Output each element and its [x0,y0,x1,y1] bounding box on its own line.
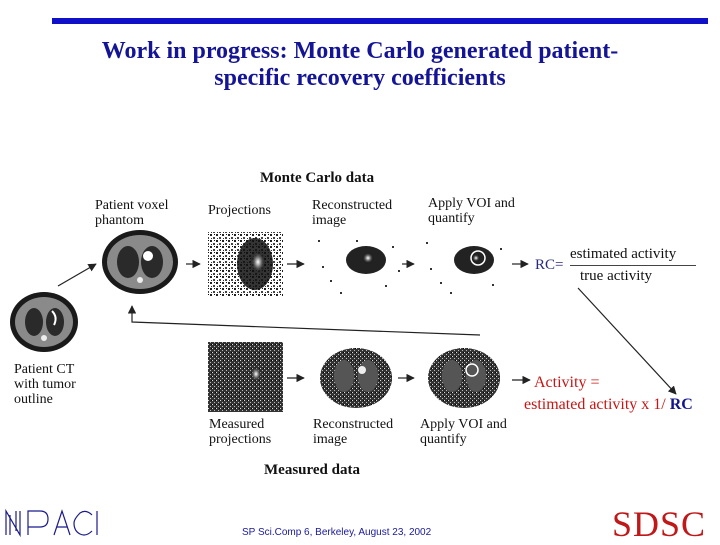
activity-label: Activity = [534,374,600,391]
apply-voi-top-image [420,232,510,296]
measured-projections-image [208,342,283,412]
apply-voi-bottom-label: Apply VOI and quantify [420,417,507,447]
arrow-voi-bottom-to-phantom [127,305,481,336]
apply-voi-top-line-1: Apply VOI and [428,196,515,211]
patient-ct-line-1: Patient CT [14,362,75,377]
activity-formula: estimated activity x 1/RC [524,396,693,413]
reconstructed-top-image [312,232,402,296]
sdsc-logo: SDSC [612,504,707,544]
patient-ct-label: Patient CT with tumor outline [14,362,76,407]
npaci-logo [5,508,98,538]
patient-ct-image [10,292,78,352]
title-line-2: specific recovery coefficients [214,65,506,91]
voxel-phantom-image [102,230,178,294]
monte-carlo-header: Monte Carlo data [260,170,375,186]
reconstructed-image-top-label: Reconstructed image [312,198,392,228]
measured-projections-label: Measured projections [209,417,271,447]
apply-voi-top-label: Apply VOI and quantify [428,196,515,226]
apply-voi-bottom-image [428,348,500,408]
reconstructed-top-line-2: image [312,213,347,228]
patient-voxel-phantom-line-2: phantom [95,213,144,228]
title-bar-rule [52,18,708,24]
reconstructed-bottom-image [320,348,392,408]
rc-fraction-bar [570,265,696,266]
activity-formula-rc: RC [669,396,693,413]
patient-voxel-phantom-line-1: Patient voxel [95,198,169,213]
patient-voxel-phantom-label: Patient voxel phantom [95,198,169,228]
title-line-1: Work in progress: Monte Carlo generated … [101,38,619,64]
patient-ct-line-2: with tumor [14,377,76,392]
slide-title: Work in progress: Monte Carlo generated … [0,38,720,92]
arrow-ct-to-phantom [57,263,97,287]
arrow-rc-to-activity [577,287,677,395]
activity-formula-text: estimated activity x 1/ [524,396,666,413]
reconstructed-image-bottom-label: Reconstructed image [313,417,393,447]
measured-projections-line-2: projections [209,432,272,447]
measured-data-header: Measured data [264,462,360,478]
patient-ct-line-3: outline [14,392,53,407]
apply-voi-bottom-line-2: quantify [420,432,467,447]
projections-image [208,232,283,296]
flow-arrows [57,259,677,395]
rc-label: RC= [535,257,564,273]
reconstructed-bottom-line-2: image [313,432,348,447]
reconstructed-top-line-1: Reconstructed [312,198,393,213]
measured-projections-line-1: Measured [209,417,265,432]
footer-text: SP Sci.Comp 6, Berkeley, August 23, 2002 [242,527,432,538]
rc-numerator: estimated activity [570,246,677,262]
reconstructed-bottom-line-1: Reconstructed [313,417,394,432]
rc-denominator: true activity [580,268,653,284]
projections-label: Projections [208,203,271,218]
apply-voi-bottom-line-1: Apply VOI and [420,417,507,432]
apply-voi-top-line-2: quantify [428,211,475,226]
